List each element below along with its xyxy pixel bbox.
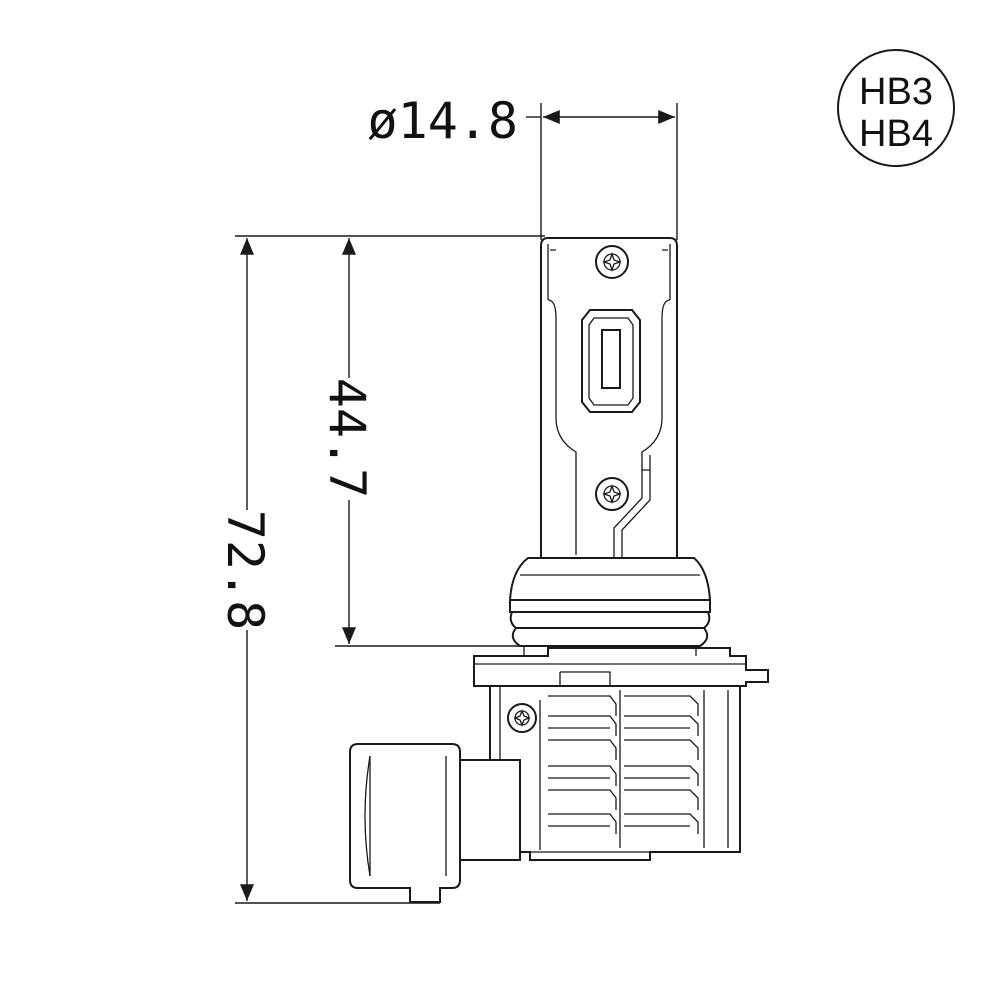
badge-line-1: HB3 bbox=[859, 71, 933, 113]
connector-plug bbox=[349, 743, 521, 903]
height-to-base-dimension: 44.7 bbox=[318, 235, 545, 647]
screw-top-icon bbox=[595, 245, 629, 279]
screw-base-icon bbox=[507, 703, 537, 733]
diameter-label: ø14.8 bbox=[367, 92, 518, 150]
bulb-type-badge: HB3 HB4 bbox=[837, 49, 955, 167]
base-body bbox=[489, 685, 741, 861]
badge-line-2: HB4 bbox=[859, 113, 933, 155]
total-height-label: 72.8 bbox=[216, 510, 274, 630]
screw-middle-icon bbox=[595, 477, 629, 511]
total-height-dimension: 72.8 bbox=[216, 235, 440, 904]
bulb-collar bbox=[508, 557, 712, 656]
bulb-head bbox=[540, 237, 678, 559]
height-to-base-label: 44.7 bbox=[318, 378, 376, 498]
diameter-dimension: ø14.8 bbox=[367, 92, 678, 240]
